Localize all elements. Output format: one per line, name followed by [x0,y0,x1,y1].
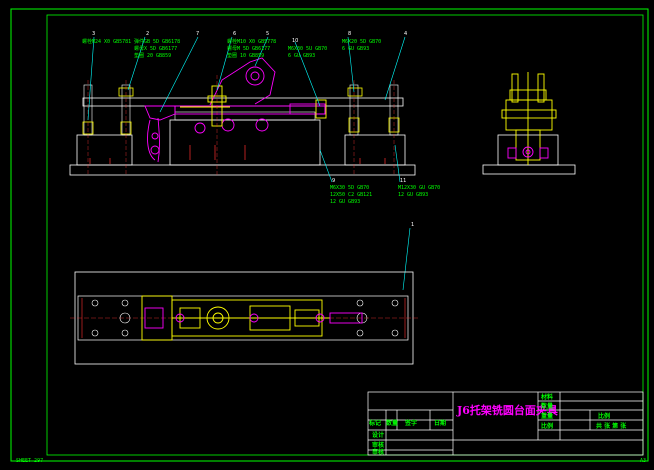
callout-9-num: 9 [332,178,335,184]
base-plate [69,164,416,176]
callout-10-line-2: 6 GU GB93 [288,53,315,59]
tb-left-row-4: 审核 [372,448,384,456]
tb-field-1: 材料 [540,393,553,401]
callout-6-line-1: 螺栓M10 X0 GB5778 [227,38,276,45]
callout-2-line-3: 垫圈 20 GB859 [134,52,171,59]
callout-5-num: 5 [266,31,269,37]
callout-6-line-2: 螺母M 5D GB6177 [227,45,270,52]
callout-8-line-2: 6 GU GB93 [342,46,369,52]
tb-header-4: 日期 [434,419,446,427]
tb-left-row-2: 审核 [372,441,384,449]
callout-4-num: 4 [404,31,407,37]
callout-6-line-3: 垫圈 10 GB859 [227,52,264,59]
tb-header-1: 标记 [368,419,381,427]
callout-11-num: 11 [400,178,406,184]
title-block [367,391,644,456]
side-view [482,72,576,175]
callout-3-num: 3 [92,31,95,37]
callout-9-line-1: M6X30 5D GB70 [330,185,369,191]
callout-7-num: 7 [196,31,199,37]
callout-11-line-2: 12 GU GB93 [398,192,428,198]
callout-2-line-1: 弹件GB 5D GB6178 [134,38,180,45]
top-view [70,271,418,365]
outer-frame [10,8,649,462]
footer-left: SHEET-297 [16,458,43,464]
footer-right: A3 [640,458,646,464]
tb-left-row-1: 设计 [372,431,384,439]
callout-10-line-1: M6X30 5U GB70 [288,46,327,52]
drawing-title: J6托架铣圆台面夹具 [456,403,558,417]
tb-header-2: 数量 [386,419,398,427]
tb-field-3: 重量 [541,412,553,420]
callout-1-num: 1 [411,222,414,228]
callout-9-line-2: 12X50 C2 GB121 [330,192,372,198]
callout-8-num: 8 [348,31,351,37]
callout-3-line-1: 螺栓M24 X0 GB5781 [82,38,131,45]
top-rail [82,97,404,107]
tb-field-2: 数量 [541,402,553,410]
tb-sheet-2: 共 张 第 张 [596,422,627,430]
tb-header-3: 签字 [404,419,417,427]
leader-lines [87,36,411,291]
tb-sheet-1: 比例 [598,412,610,420]
callout-10-num: 10 [292,38,298,44]
callout-2-num: 2 [146,31,149,37]
callout-6-num: 6 [233,31,236,37]
inner-frame [46,14,644,456]
callout-8-line-1: M6X20 5D GB70 [342,39,381,45]
callout-2-line-2: 螺母X 5D GB6177 [134,45,177,52]
callout-9-line-3: 12 GU GB93 [330,199,360,205]
callouts: 3 螺栓M24 X0 GB5781 2 弹件GB 5D GB6178 螺母X 5… [82,31,440,228]
callout-11-line-1: M12X30 GU GB70 [398,185,440,191]
tb-field-4: 比例 [541,422,553,430]
front-view [69,57,416,176]
title-block-text: J6托架铣圆台面夹具 标记 数量 签字 日期 设计 审核 校对 审核 材料 数量… [368,393,627,456]
